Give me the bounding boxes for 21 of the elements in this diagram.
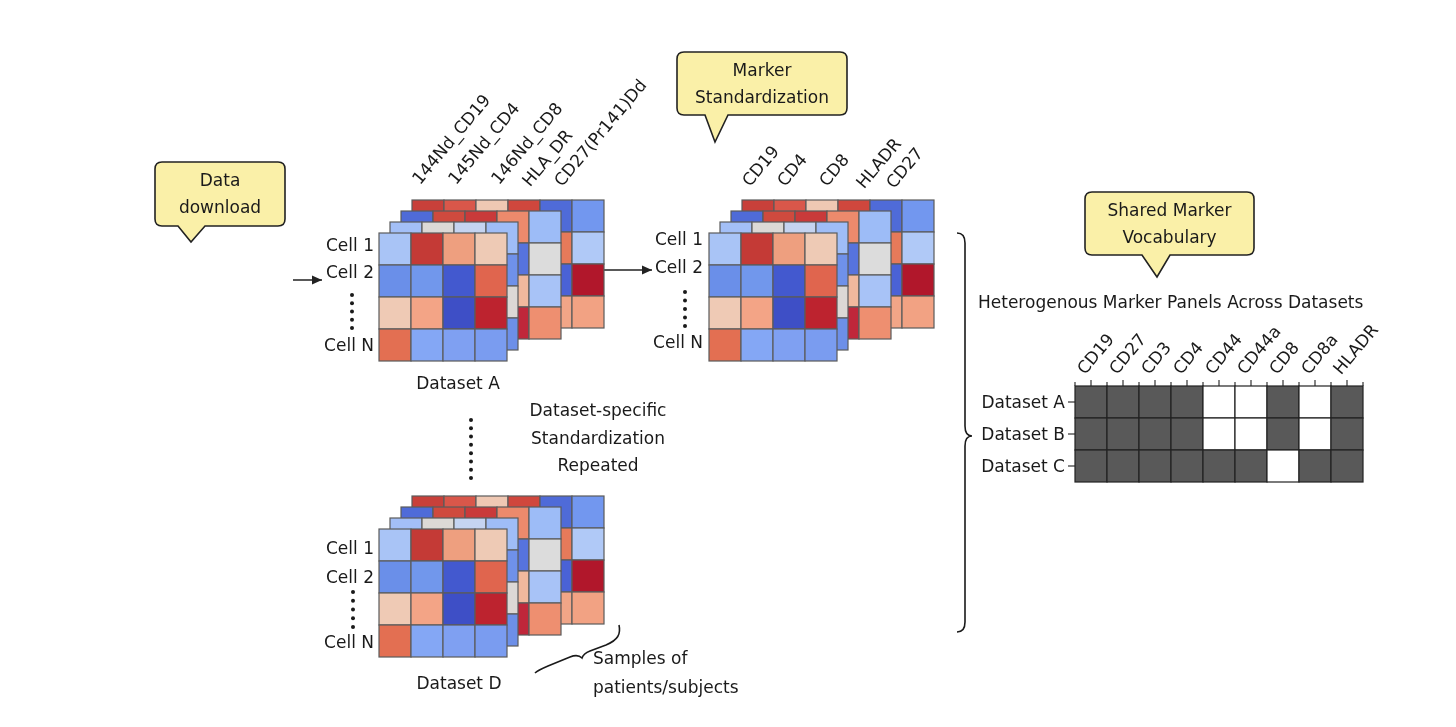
row-label: Dataset A	[981, 392, 1065, 412]
annotation-text: Samples of patients/subjects	[593, 647, 740, 699]
row-label: Dataset B	[981, 424, 1065, 444]
dataset-caption: Dataset D	[416, 673, 502, 693]
row-label: Cell N	[653, 332, 703, 352]
row-label: Cell 1	[326, 538, 374, 558]
callout-text: Data download	[178, 169, 262, 219]
row-label: Cell 1	[326, 235, 374, 255]
arrow	[292, 275, 323, 285]
row-label: Cell 2	[326, 262, 374, 282]
annotation-text: Dataset-specific Standardization Repeated	[529, 398, 667, 477]
row-label: Cell N	[324, 335, 374, 355]
row-label: Cell 1	[655, 229, 703, 249]
callout-text: Shared Marker Vocabulary	[1106, 198, 1233, 249]
dataset-caption: Dataset A	[416, 373, 500, 393]
row-label: Cell 2	[655, 257, 703, 277]
row-label: Cell 2	[326, 567, 374, 587]
row-label: Dataset C	[981, 456, 1065, 476]
callout-text: Marker Standardization	[694, 58, 830, 109]
row-label: Cell N	[324, 632, 374, 652]
panel-heading: Heterogenous Marker Panels Across Datasets	[978, 292, 1364, 312]
